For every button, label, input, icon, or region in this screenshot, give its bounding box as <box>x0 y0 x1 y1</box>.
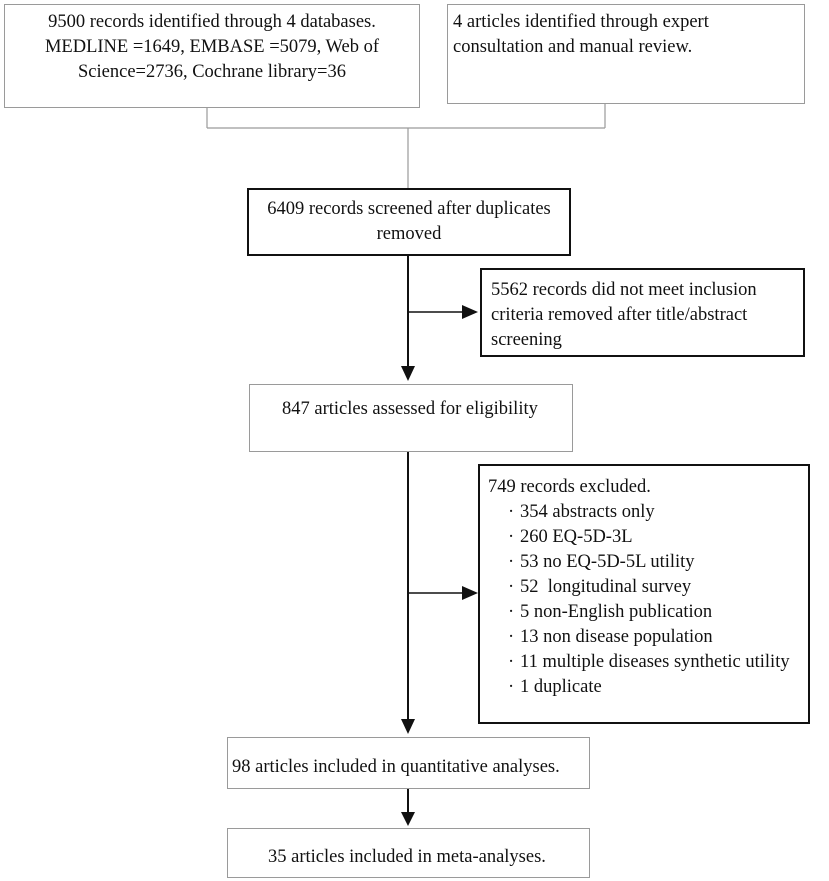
assessed-text: 847 articles assessed for eligibility <box>282 399 538 419</box>
screening-excluded-line-3: screening <box>491 330 562 350</box>
screened-line-2: removed <box>376 224 442 244</box>
exclusion-reason-text: 52 longitudinal survey <box>520 577 692 597</box>
exclusion-reason-item: ·11 multiple diseases synthetic utility <box>508 650 808 675</box>
databases-line-1: 9500 records identified through 4 databa… <box>48 12 376 32</box>
bullet-dot: · <box>508 627 515 647</box>
bullet-dot: · <box>508 677 515 697</box>
bullet-dot: · <box>508 602 515 622</box>
screened-line-1: 6409 records screened after duplicates <box>267 199 551 219</box>
screening-excluded-line-2: criteria removed after title/abstract <box>491 305 748 325</box>
exclusion-reason-text: 11 multiple diseases synthetic utility <box>520 652 790 672</box>
databases-box: 9500 records identified through 4 databa… <box>4 4 420 108</box>
assessed-box: 847 articles assessed for eligibility <box>249 384 573 452</box>
exclusion-reason-item: ·260 EQ-5D-3L <box>508 525 808 550</box>
exclusion-reason-text: 5 non-English publication <box>520 602 713 622</box>
meta-box: 35 articles included in meta-analyses. <box>227 828 590 878</box>
exclusion-reason-item: ·1 duplicate <box>508 675 808 700</box>
exclusion-reason-item: ·5 non-English publication <box>508 600 808 625</box>
other-sources-box: 4 articles identified through expert con… <box>447 4 805 104</box>
bullet-dot: · <box>508 577 515 597</box>
exclusion-reason-item: ·52 longitudinal survey <box>508 575 808 600</box>
eligibility-excluded-title: 749 records excluded. <box>488 477 651 497</box>
bullet-dot: · <box>508 652 515 672</box>
quantitative-text: 98 articles included in quantitative ana… <box>232 757 560 777</box>
meta-text: 35 articles included in meta-analyses. <box>268 847 546 867</box>
arrow-screened-to-assessed-head <box>401 366 415 381</box>
databases-line-3: Science=2736, Cochrane library=36 <box>78 62 346 82</box>
exclusion-reason-text: 13 non disease population <box>520 627 713 647</box>
exclusion-reasons-list: ·354 abstracts only ·260 EQ-5D-3L ·53 no… <box>488 500 808 700</box>
exclusion-reason-item: ·53 no EQ-5D-5L utility <box>508 550 808 575</box>
bullet-dot: · <box>508 552 515 572</box>
exclusion-reason-text: 53 no EQ-5D-5L utility <box>520 552 695 572</box>
screening-excluded-box: 5562 records did not meet inclusion crit… <box>480 268 805 357</box>
bullet-dot: · <box>508 502 515 522</box>
arrow-to-excluded-2-head <box>462 586 478 600</box>
quantitative-box: 98 articles included in quantitative ana… <box>227 737 590 789</box>
arrow-assessed-to-quant-head <box>401 719 415 734</box>
exclusion-reason-text: 260 EQ-5D-3L <box>520 527 633 547</box>
eligibility-excluded-box: 749 records excluded. ·354 abstracts onl… <box>478 464 810 724</box>
arrow-quant-to-meta-head <box>401 812 415 826</box>
exclusion-reason-text: 354 abstracts only <box>520 502 655 522</box>
screened-box: 6409 records screened after duplicates r… <box>247 188 571 256</box>
bullet-dot: · <box>508 527 515 547</box>
exclusion-reason-item: ·13 non disease population <box>508 625 808 650</box>
exclusion-reason-item: ·354 abstracts only <box>508 500 808 525</box>
databases-line-2: MEDLINE =1649, EMBASE =5079, Web of <box>44 37 380 57</box>
exclusion-reason-text: 1 duplicate <box>520 677 602 697</box>
arrow-to-excluded-1-head <box>462 305 478 319</box>
other-sources-line-1: 4 articles identified through expert <box>453 12 709 32</box>
screening-excluded-line-1: 5562 records did not meet inclusion <box>491 280 757 300</box>
other-sources-line-2: consultation and manual review. <box>453 37 693 57</box>
